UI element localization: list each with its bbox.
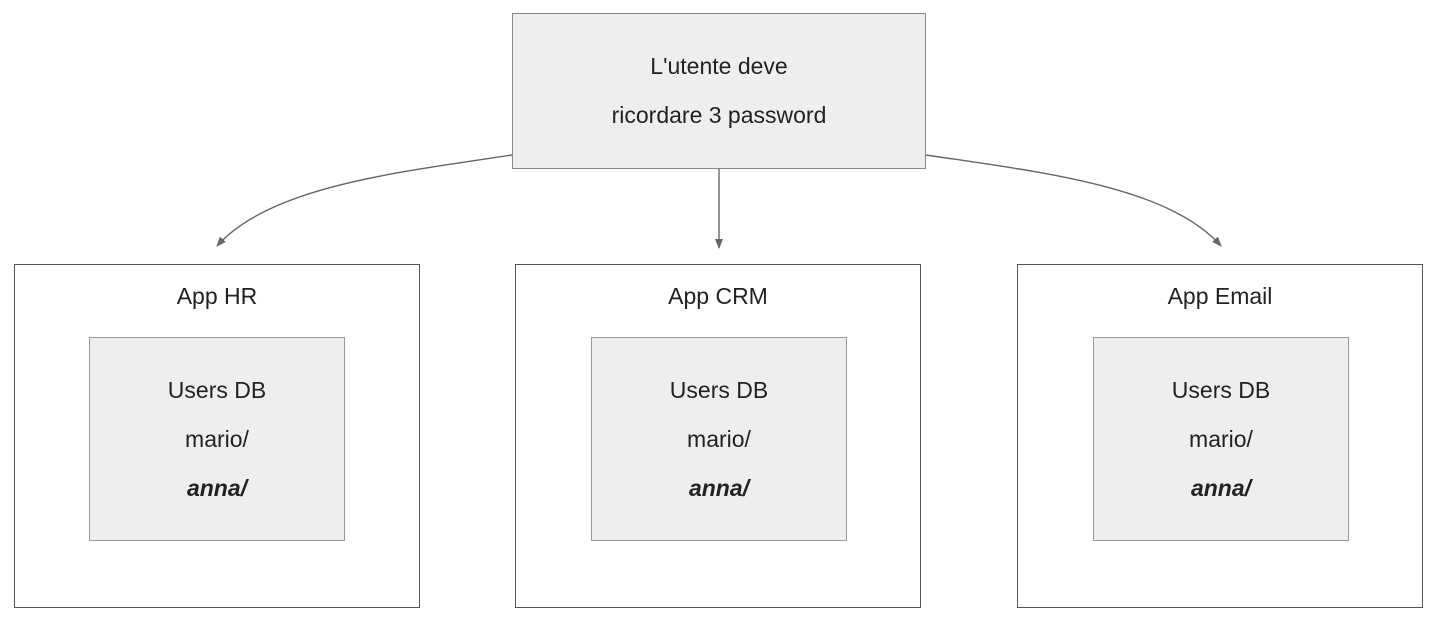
app-crm-title: App CRM (668, 283, 768, 309)
users-db-crm-line-1: Users DB (669, 376, 769, 403)
users-db-email-line-1: Users DB (1171, 376, 1271, 403)
node-users-db-hr[interactable]: Users DB mario/ anna/ (89, 337, 345, 541)
node-app-email[interactable]: App Email (1017, 264, 1423, 608)
users-db-hr-line-3: anna/ (186, 474, 248, 501)
app-email-title: App Email (1167, 283, 1273, 309)
users-db-email-line-3: anna/ (1190, 474, 1252, 501)
top-node-line-2: ricordare 3 password (611, 102, 827, 128)
users-db-hr-line-2: mario/ (185, 425, 249, 452)
users-db-email-line-2: mario/ (1189, 425, 1253, 452)
node-user-must-remember[interactable]: L'utente deve ricordare 3 password (512, 13, 926, 169)
users-db-crm-line-3: anna/ (688, 474, 750, 501)
node-users-db-crm[interactable]: Users DB mario/ anna/ (591, 337, 847, 541)
users-db-hr-line-1: Users DB (167, 376, 267, 403)
users-db-crm-line-2: mario/ (687, 425, 751, 452)
edge-top-to-app-hr (216, 154, 513, 247)
edge-top-to-app-email (925, 154, 1222, 247)
app-hr-title: App HR (176, 283, 258, 309)
top-node-line-1: L'utente deve (650, 53, 788, 79)
node-users-db-email[interactable]: Users DB mario/ anna/ (1093, 337, 1349, 541)
